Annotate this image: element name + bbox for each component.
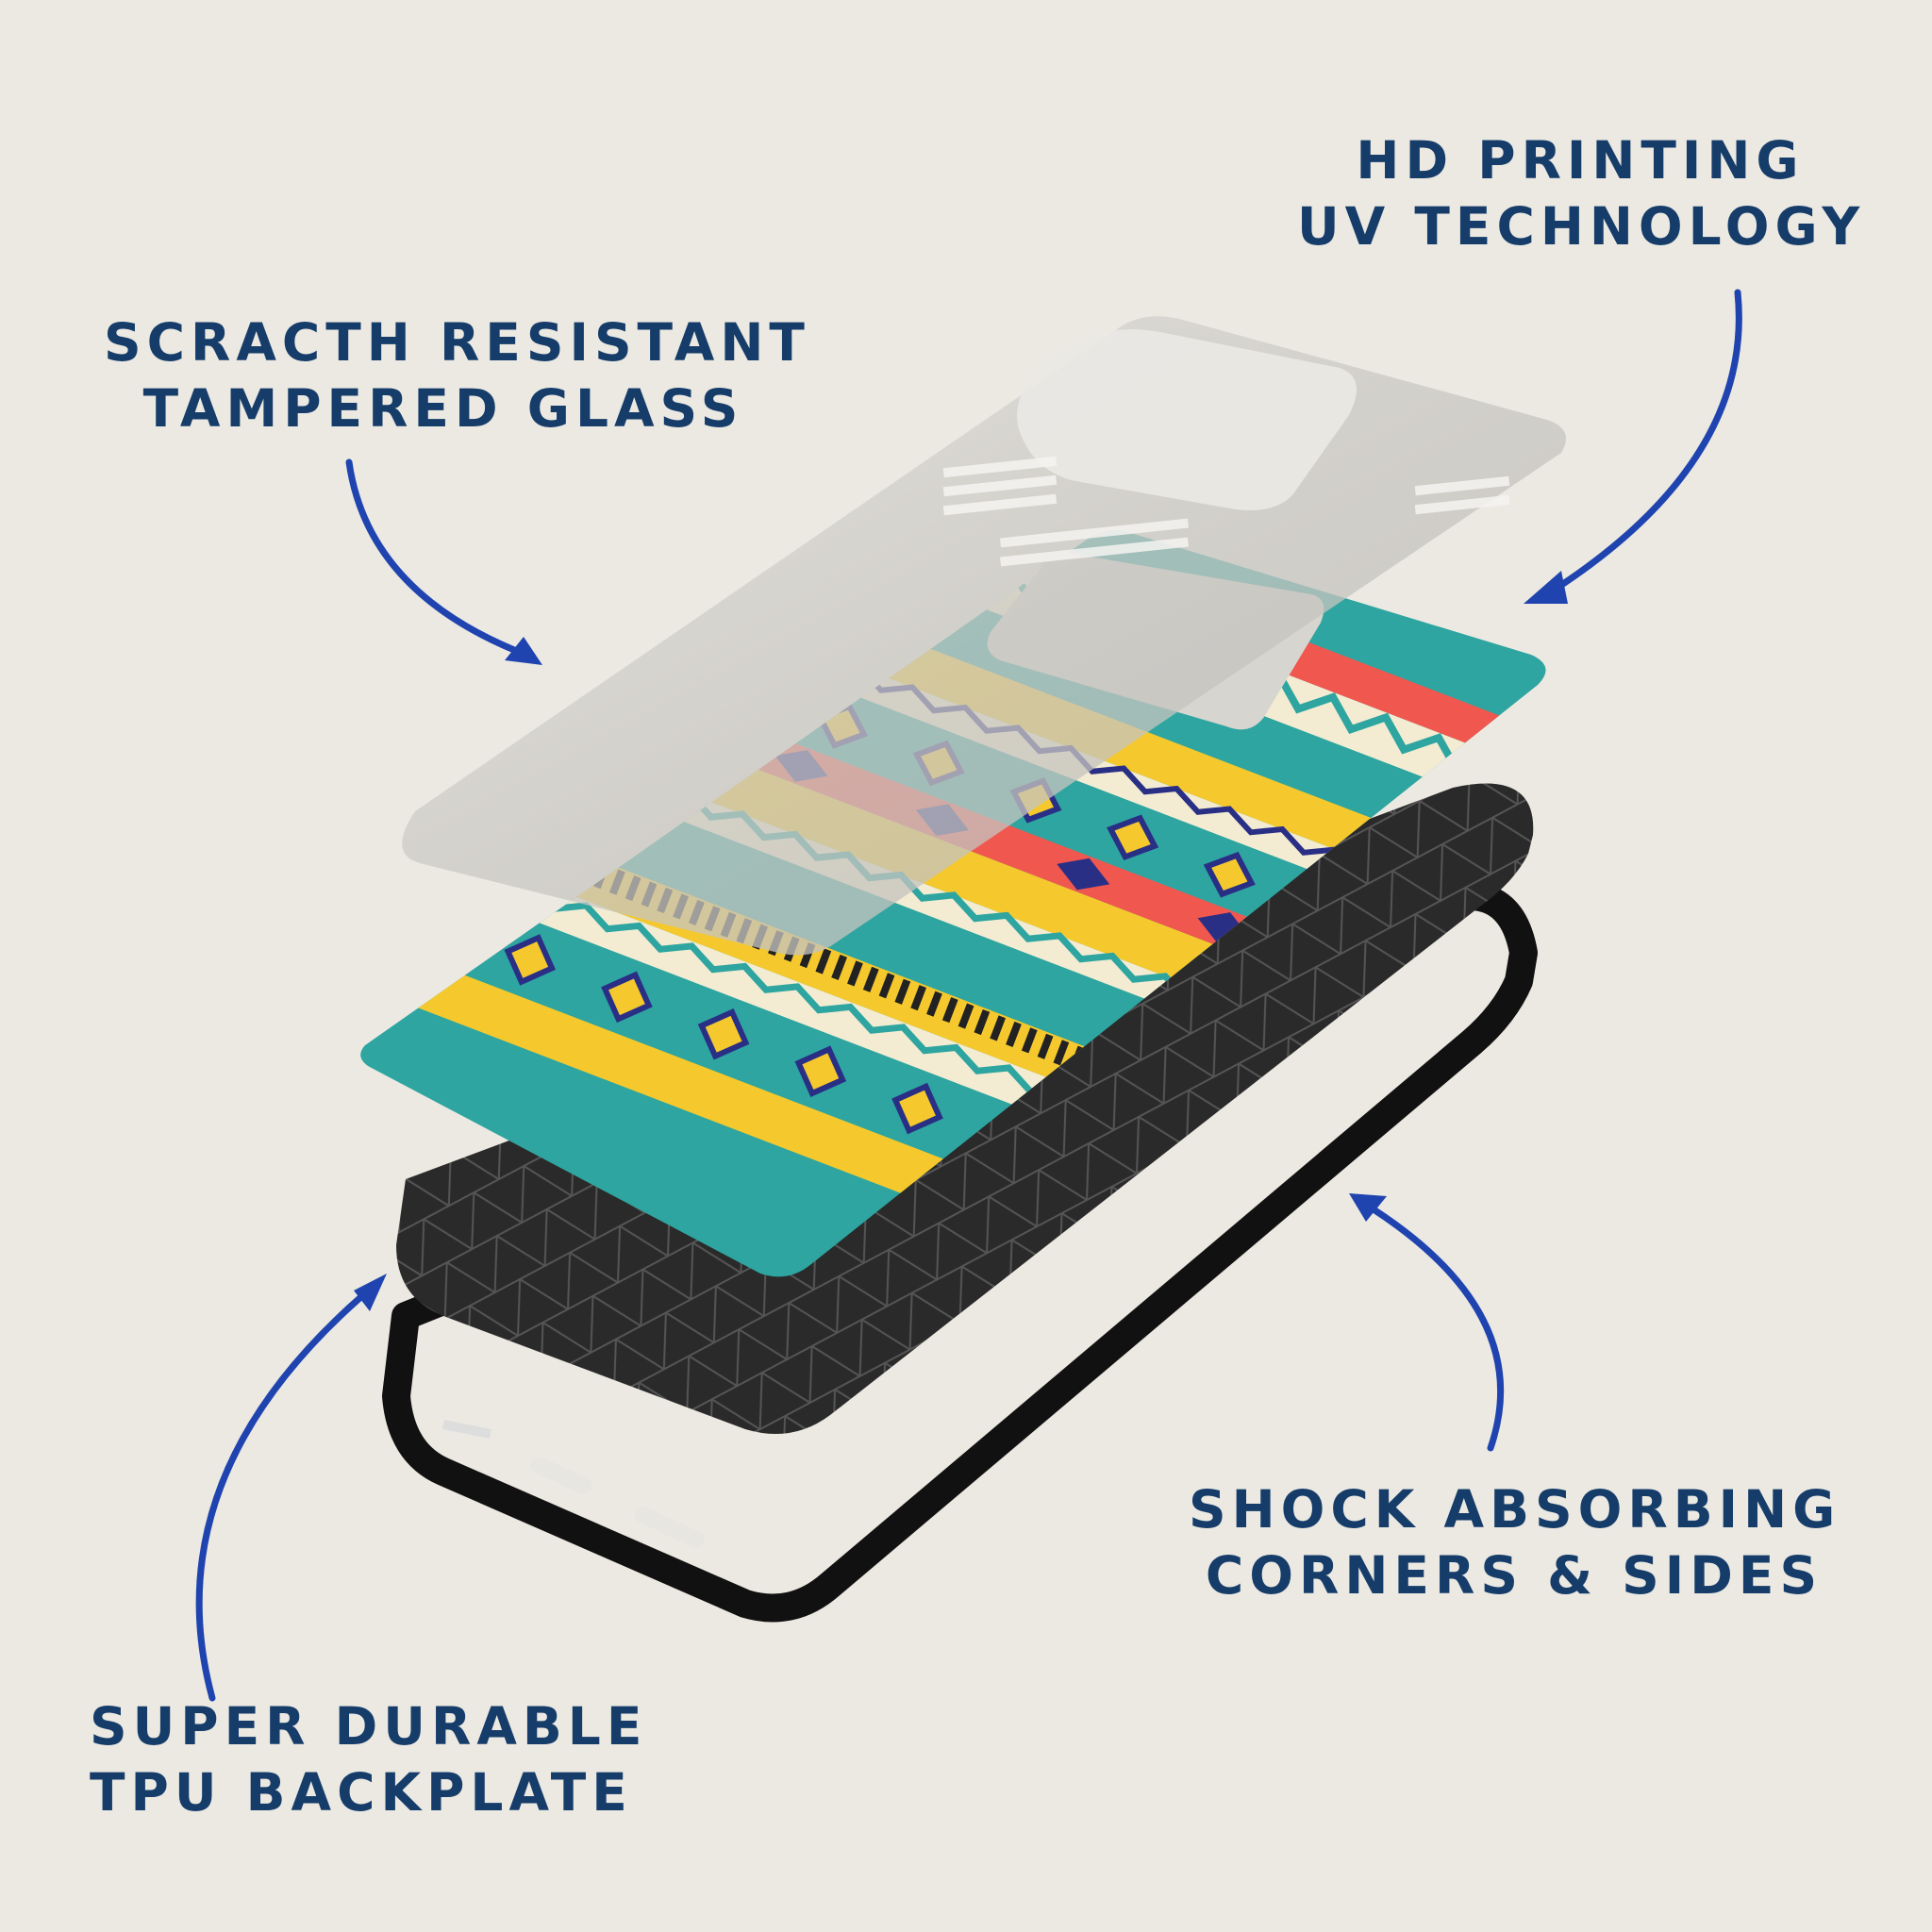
arrow-icon — [1359, 1199, 1505, 1452]
glass-line2: TAMPERED GLASS — [142, 378, 744, 439]
backplate-callout: SUPER DURABLE TPU BACKPLATE — [90, 1693, 750, 1825]
backplate-line1: SUPER DURABLE — [90, 1696, 648, 1757]
hd-printing-line2: UV TECHNOLOGY — [1297, 196, 1866, 257]
glass-callout: SCRACTH RESISTANT TAMPERED GLASS — [104, 309, 810, 441]
arrow-icon — [345, 458, 532, 659]
shock-callout: SHOCK ABSORBING CORNERS & SIDES — [1189, 1476, 1840, 1608]
glass-layer — [402, 316, 1567, 956]
shock-line1: SHOCK ABSORBING — [1189, 1479, 1841, 1540]
arrow-icon — [195, 1279, 381, 1702]
bumper-frame — [382, 881, 1538, 1623]
backplate-line2: TPU BACKPLATE — [90, 1762, 633, 1823]
arrow-icon — [1543, 289, 1742, 598]
hd-printing-callout: HD PRINTING UV TECHNOLOGY — [1297, 127, 1863, 259]
glass-line1: SCRACTH RESISTANT — [104, 312, 810, 373]
shock-line2: CORNERS & SIDES — [1205, 1545, 1824, 1606]
hd-printing-line1: HD PRINTING — [1356, 130, 1805, 191]
